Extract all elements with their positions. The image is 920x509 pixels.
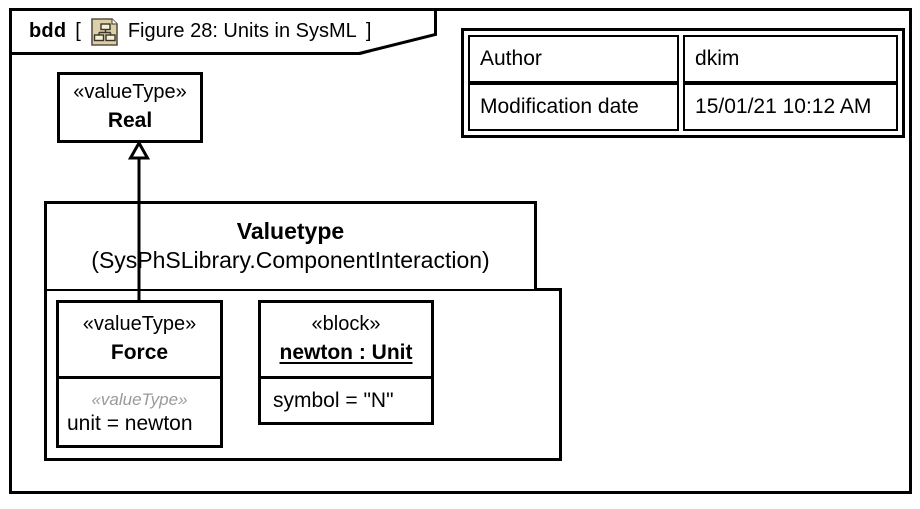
block-real-stereotype: «valueType»: [73, 81, 187, 104]
table-row: Author dkim: [468, 35, 898, 83]
metadata-value-modification-date: 15/01/21 10:12 AM: [683, 83, 898, 131]
metadata-key-modification-date: Modification date: [468, 83, 680, 131]
block-newton-stereotype: «block»: [311, 313, 381, 336]
table-row: Modification date 15/01/21 10:12 AM: [468, 83, 898, 131]
block-force-values-compartment: «valueType» unit = newton: [59, 376, 220, 448]
block-newton[interactable]: «block» newton : Unit symbol = "N": [258, 300, 434, 425]
block-force-property-unit: unit = newton: [67, 412, 193, 436]
block-real-name-compartment: «valueType» Real: [60, 75, 200, 140]
block-newton-name: newton : Unit: [279, 341, 413, 365]
bracket-open: [: [75, 20, 81, 42]
metadata-table: Author dkim Modification date 15/01/21 1…: [461, 28, 905, 138]
diagram-kind-label: bdd: [29, 20, 67, 42]
metadata-value-author: dkim: [683, 35, 898, 83]
block-real[interactable]: «valueType» Real: [57, 72, 203, 143]
block-force-name-compartment: «valueType» Force: [59, 303, 220, 376]
bdd-diagram-icon: [91, 17, 118, 46]
block-force-stereotype: «valueType»: [82, 313, 197, 336]
diagram-title: Figure 28: Units in SysML: [127, 20, 357, 42]
package-valuetype-header[interactable]: Valuetype (SysPhSLibrary.ComponentIntera…: [44, 201, 537, 289]
block-real-name: Real: [107, 109, 153, 133]
block-force[interactable]: «valueType» Force «valueType» unit = new…: [56, 300, 223, 448]
diagram-header-tab[interactable]: bdd [ Figure 28: Units in SysML ]: [9, 8, 437, 55]
block-force-name: Force: [110, 341, 169, 365]
package-name: Valuetype: [236, 218, 345, 245]
block-force-property-stereotype: «valueType»: [91, 389, 188, 409]
bracket-close: ]: [365, 20, 372, 42]
package-qualifier: (SysPhSLibrary.ComponentInteraction): [91, 246, 490, 273]
metadata-key-author: Author: [468, 35, 680, 83]
block-newton-name-compartment: «block» newton : Unit: [261, 303, 431, 376]
block-newton-property-symbol: symbol = "N": [273, 388, 394, 412]
block-newton-values-compartment: symbol = "N": [261, 376, 431, 422]
